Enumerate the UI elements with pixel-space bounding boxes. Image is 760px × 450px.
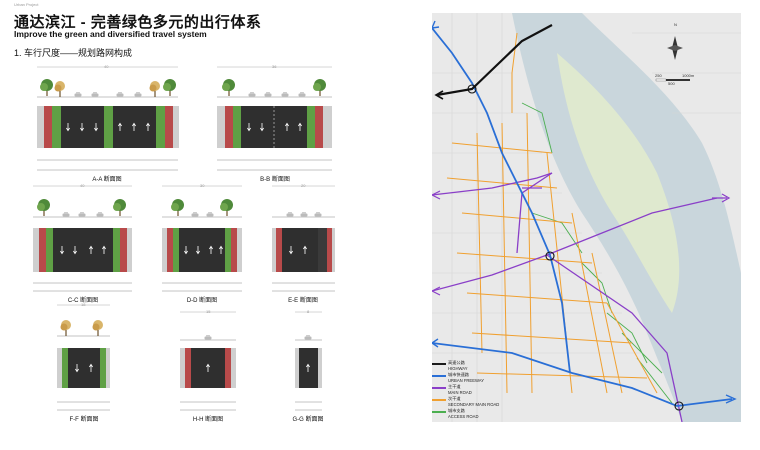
cross-sections-panel	[33, 66, 335, 411]
north-label: N	[674, 22, 677, 27]
section-c	[33, 185, 132, 292]
section-f	[57, 304, 110, 411]
top-tag: Urban Project	[14, 2, 39, 7]
section-total-b: 36	[272, 64, 277, 69]
section-total-a: 40	[104, 64, 109, 69]
section-label-f: F-F 断面图	[69, 417, 99, 423]
section-label-h: H-H 断面图	[192, 417, 224, 423]
page-title: 通达滨江 - 完善绿色多元的出行体系	[14, 14, 262, 31]
scale-label-1000: 1000m	[682, 73, 695, 78]
section-label-d: D-D 断面图	[186, 298, 218, 304]
section-total-f: 18	[81, 302, 86, 307]
section-d	[162, 185, 242, 292]
section-label-a: A-A 断面图	[92, 177, 122, 183]
interchange-marker	[467, 84, 477, 94]
north-arrow-icon	[667, 36, 683, 60]
section-subtitle: 1. 车行尺度——规划路网构成	[14, 48, 133, 58]
section-total-h: 15	[206, 309, 211, 314]
highway-line	[436, 24, 553, 97]
legend-swatches	[432, 363, 446, 413]
section-total-e: 20	[301, 183, 306, 188]
section-label-b: B-B 断面图	[260, 177, 290, 183]
section-a	[37, 66, 179, 171]
interchange-marker	[545, 251, 555, 261]
section-label-g: G-G 断面图	[292, 417, 324, 423]
section-b	[217, 66, 332, 171]
page-title-en: Improve the green and diversified travel…	[14, 29, 207, 39]
scale-bar	[655, 78, 690, 82]
section-label-c: C-C 断面图	[67, 298, 99, 304]
scale-label-500: 500	[668, 81, 675, 86]
section-total-c: 40	[80, 183, 85, 188]
section-e	[272, 185, 335, 292]
scale-label-250: 250	[655, 73, 662, 78]
park-island	[557, 53, 680, 313]
section-h	[180, 311, 236, 411]
road-network-map	[432, 13, 741, 422]
section-total-d: 30	[200, 183, 205, 188]
interchange-marker	[674, 401, 684, 411]
section-label-e: E-E 断面图	[288, 298, 318, 304]
section-total-g: 8	[307, 309, 310, 314]
section-g	[295, 311, 322, 411]
